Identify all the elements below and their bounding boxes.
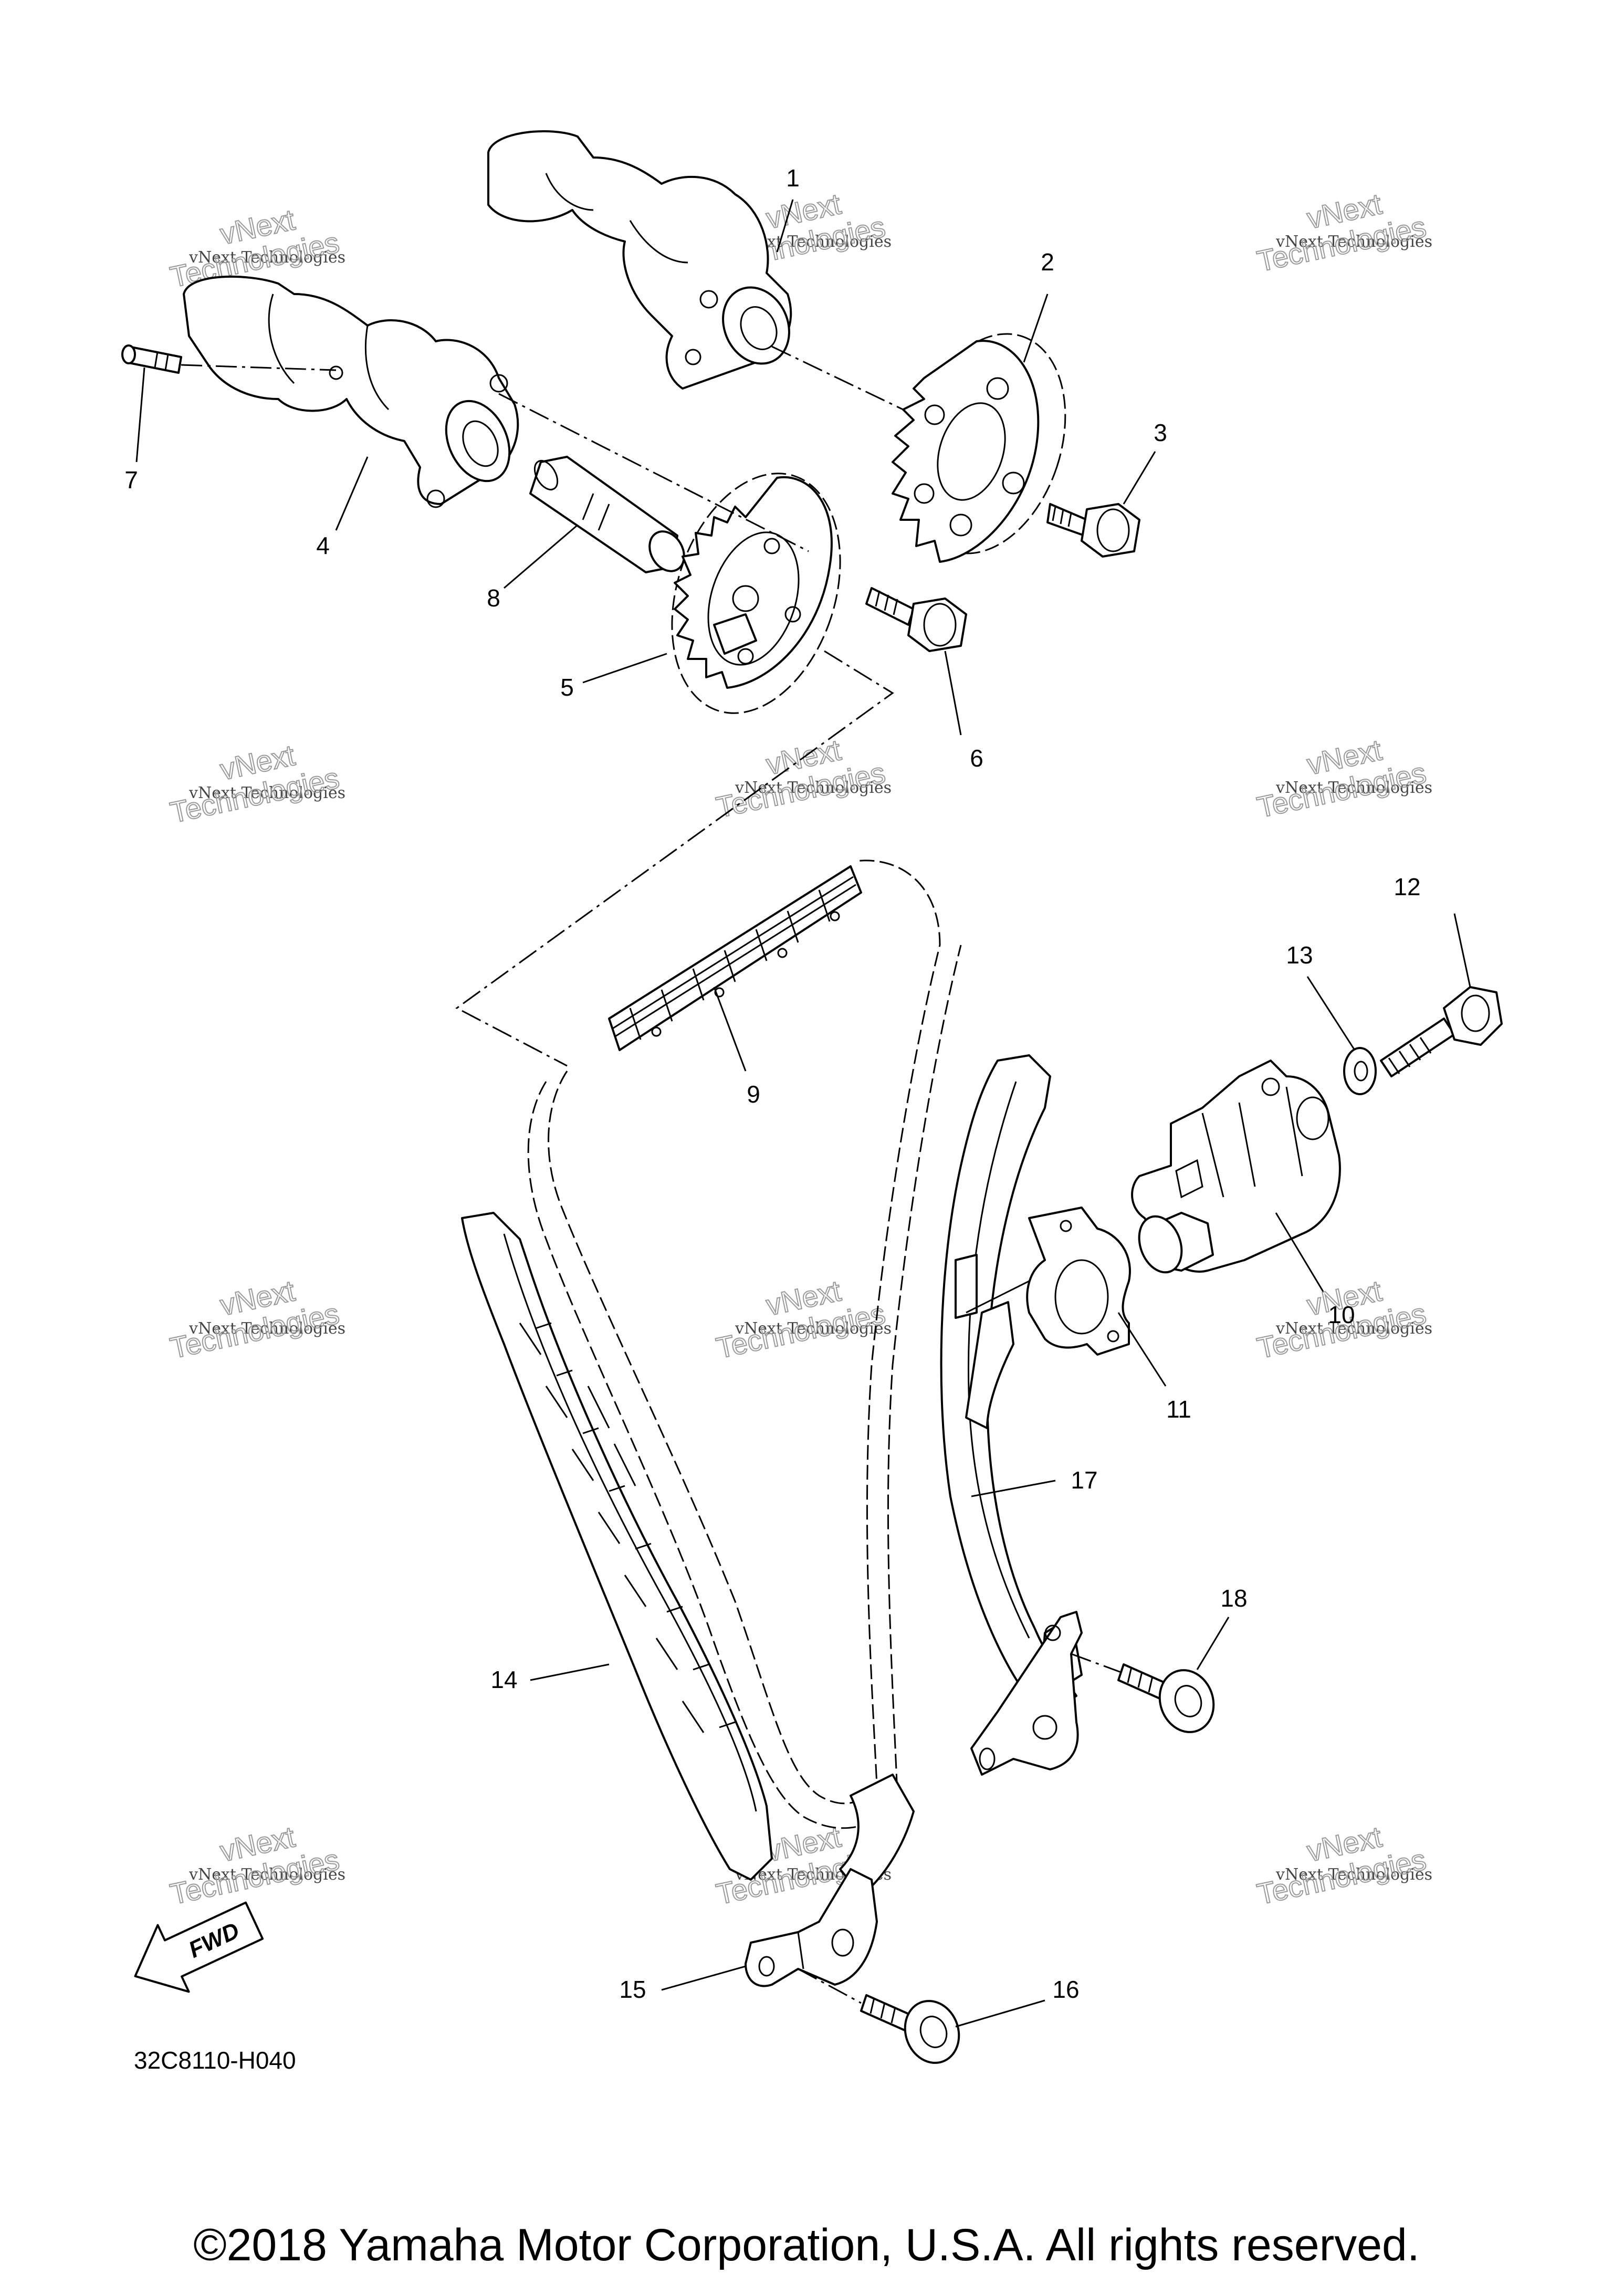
watermark-text: vNext Technologies — [735, 779, 892, 797]
callout-5: 5 — [560, 674, 574, 701]
watermark: vNext Technologies Technologies vNext — [1254, 732, 1432, 824]
assembly-line — [771, 345, 904, 411]
part-10-chain-tensioner — [1131, 1060, 1341, 1274]
callout-11: 11 — [1166, 1396, 1191, 1423]
callout-4: 4 — [316, 532, 330, 559]
part-17-chain-guide — [940, 1054, 1083, 1776]
watermark-text: vNext Technologies — [1275, 1319, 1432, 1338]
callout-2: 2 — [1041, 248, 1054, 276]
part-3-bolt — [1046, 503, 1140, 558]
leader-lines — [135, 199, 1471, 2028]
callout-labels: 1 2 3 4 5 6 7 8 9 10 11 12 13 14 15 16 1… — [124, 164, 1420, 2003]
copyright-notice: ©2018 Yamaha Motor Corporation, U.S.A. A… — [193, 2220, 1420, 2270]
part-14-chain-guide — [461, 1212, 773, 1881]
callout-14: 14 — [490, 1666, 517, 1693]
part-7-pin — [121, 344, 337, 374]
callout-6: 6 — [970, 745, 983, 772]
callout-1: 1 — [786, 164, 800, 192]
part-8-shaft — [529, 456, 685, 573]
part-4-camshaft — [183, 275, 519, 508]
watermark-text: vNext Technologies — [188, 1865, 345, 1884]
watermark-group: vNext Technologies Technologies vNext vN… — [167, 186, 1432, 1911]
callout-10: 10 — [1328, 1301, 1355, 1328]
watermark: vNext Technologies Technologies vNext — [1254, 186, 1432, 278]
part-2-cam-sprocket — [892, 333, 1066, 563]
part-12-bolt — [1380, 986, 1503, 1077]
part-15-guide-stopper — [745, 1774, 915, 1987]
assembly-line — [498, 393, 809, 552]
part-13-washer — [1343, 1047, 1377, 1095]
part-18-bolt — [1071, 1653, 1215, 1733]
watermark-text: vNext Technologies — [1275, 779, 1432, 797]
watermark-text: vNext Technologies — [1275, 233, 1432, 251]
assembly-line — [455, 650, 894, 1067]
callout-18: 18 — [1220, 1585, 1247, 1612]
callout-3: 3 — [1154, 419, 1167, 446]
watermark: vNext Technologies Technologies vNext — [713, 1273, 892, 1365]
callout-7: 7 — [124, 466, 138, 494]
part-1-camshaft — [487, 130, 792, 390]
callout-9: 9 — [747, 1081, 760, 1108]
callout-13: 13 — [1286, 941, 1313, 969]
diagram-part-code: 32C8110-H040 — [134, 2047, 296, 2074]
watermark: vNext Technologies Technologies vNext — [713, 732, 892, 824]
watermark-text: vNext Technologies — [735, 1319, 892, 1338]
watermark: vNext Technologies Technologies vNext — [167, 738, 345, 830]
watermark: vNext Technologies Technologies vNext — [167, 1819, 345, 1911]
watermark-text: vNext Technologies — [188, 248, 345, 267]
watermark: vNext Technologies Technologies vNext — [167, 1273, 345, 1365]
callout-15: 15 — [619, 1976, 646, 2003]
part-16-bolt — [798, 1968, 960, 2064]
part-5-cam-sprocket — [671, 473, 841, 714]
callout-17: 17 — [1071, 1466, 1097, 1494]
watermark: vNext Technologies Technologies vNext — [1254, 1819, 1432, 1911]
callout-8: 8 — [487, 584, 500, 612]
part-6-bolt — [865, 587, 967, 652]
part-11-gasket — [1026, 1207, 1131, 1356]
callout-16: 16 — [1052, 1976, 1079, 2003]
callout-12: 12 — [1394, 873, 1420, 900]
watermark-text: vNext Technologies — [1275, 1865, 1432, 1884]
watermark-text: vNext Technologies — [188, 784, 345, 802]
watermark-text: vNext Technologies — [188, 1319, 345, 1338]
